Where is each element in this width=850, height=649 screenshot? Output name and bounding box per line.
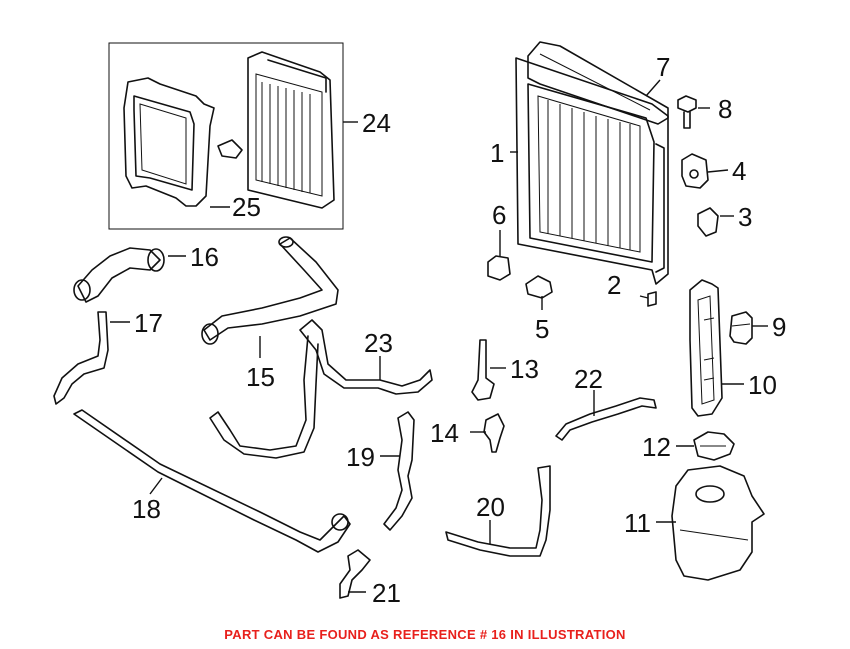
callout-24: 24 [362, 108, 391, 138]
part-22-pipe [555, 397, 657, 441]
part-2-screw [647, 291, 657, 307]
callout-22: 22 [574, 364, 603, 394]
part-7-bracket [527, 41, 669, 125]
leader-lines [110, 79, 768, 593]
part-20-pipe [445, 465, 551, 557]
callout-17: 17 [134, 308, 163, 338]
part-3-clip [697, 207, 719, 237]
callout-20: 20 [476, 492, 505, 522]
callout-2: 2 [607, 270, 621, 300]
part-16-hose [73, 247, 165, 303]
part-17-hose [53, 311, 109, 405]
part-24-radiator [247, 51, 335, 209]
part-14-sensor [483, 413, 505, 453]
callout-16: 16 [190, 242, 219, 272]
callout-14: 14 [430, 418, 459, 448]
callout-5: 5 [535, 314, 549, 344]
callout-9: 9 [772, 312, 786, 342]
part-8-bolt [677, 95, 697, 129]
callout-19: 19 [346, 442, 375, 472]
callout-18: 18 [132, 494, 161, 524]
callout-3: 3 [738, 202, 752, 232]
part-12-cap [693, 431, 735, 461]
part-6-mount [487, 255, 511, 281]
callout-1: 1 [490, 138, 504, 168]
part-18-pipe [73, 409, 351, 553]
inset-box [108, 42, 358, 230]
part-4-mount [681, 153, 709, 189]
part-13-sensor [471, 339, 495, 401]
part-5-mount [525, 275, 553, 299]
part-9-sensor [729, 311, 753, 345]
part-23-hose [209, 319, 433, 459]
callouts: 1 2 3 4 5 6 7 8 9 10 11 12 13 14 15 16 1… [132, 52, 786, 608]
callout-7: 7 [656, 52, 670, 82]
callout-23: 23 [364, 328, 393, 358]
part-15-hose [201, 236, 339, 345]
part-25-shroud [123, 77, 243, 207]
callout-13: 13 [510, 354, 539, 384]
part-19-hose [383, 411, 415, 531]
callout-21: 21 [372, 578, 401, 608]
callout-8: 8 [718, 94, 732, 124]
reference-note: PART CAN BE FOUND AS REFERENCE # 16 IN I… [224, 627, 626, 642]
callout-12: 12 [642, 432, 671, 462]
callout-15: 15 [246, 362, 275, 392]
part-11-tank [671, 465, 765, 581]
callout-4: 4 [732, 156, 746, 186]
part-21-hose [339, 549, 371, 599]
callout-11: 11 [624, 508, 651, 538]
callout-25: 25 [232, 192, 261, 222]
part-10-deflector [689, 279, 723, 417]
callout-6: 6 [492, 200, 506, 230]
part-1-radiator-frame [515, 57, 669, 285]
callout-10: 10 [748, 370, 777, 400]
